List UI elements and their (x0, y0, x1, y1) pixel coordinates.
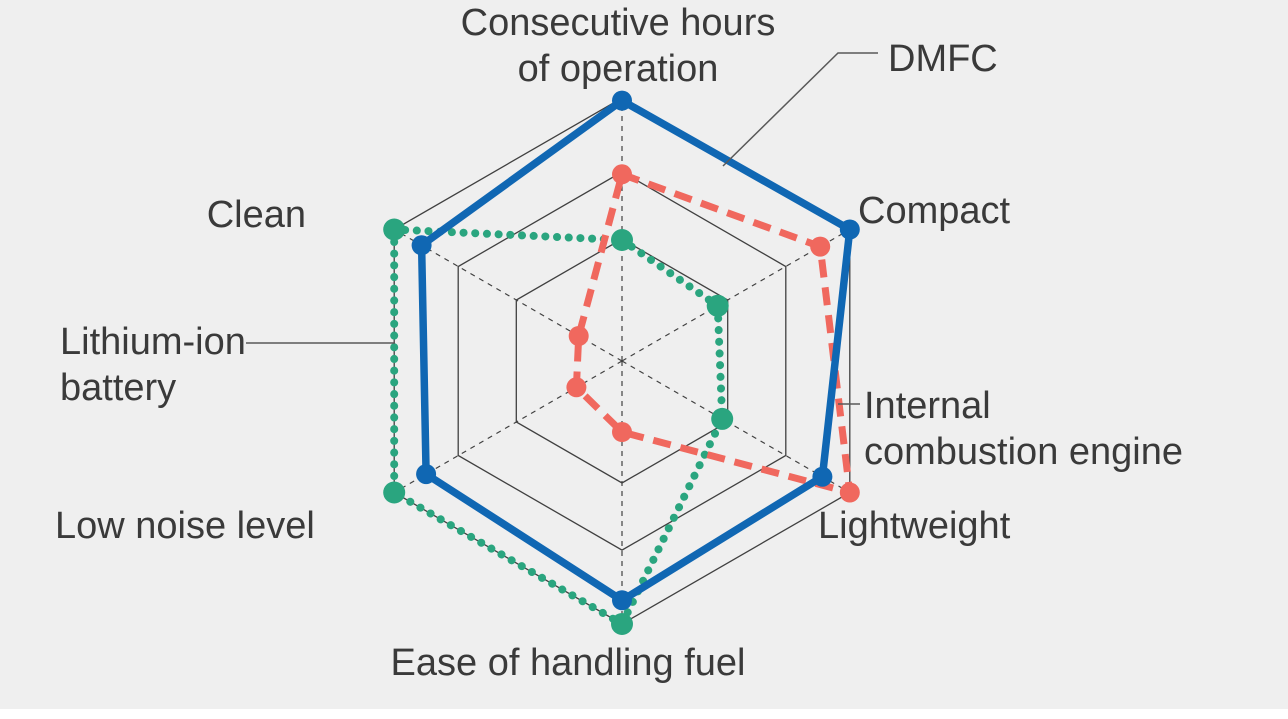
data-point-lithium-ion-battery-low-noise-level (383, 481, 406, 504)
axis-label-consecutive-hours-of-operation: Consecutive hours of operation (460, 2, 776, 91)
series-internal-combustion-engine (566, 164, 860, 503)
data-point-lithium-ion-battery-lightweight (711, 407, 734, 430)
data-point-dmfc-lightweight (812, 466, 833, 487)
grid-ring-2 (457, 171, 787, 551)
series-label-dmfc: DMFC (888, 38, 998, 80)
axis-label-compact: Compact (858, 190, 1011, 232)
data-point-lithium-ion-battery-ease-of-handling-fuel (611, 613, 633, 635)
axis-label-low-noise-level: Low noise level (55, 505, 315, 547)
data-point-lithium-ion-battery-consecutive-hours-of-operation (611, 229, 633, 251)
series-label-lithium-ion-battery: Lithium-ion battery (60, 321, 246, 410)
data-point-dmfc-compact (839, 219, 860, 240)
data-point-internal-combustion-engine-compact (810, 236, 831, 257)
axis-label-ease-of-handling-fuel: Ease of handling fuel (390, 642, 746, 684)
bottom-margin (0, 709, 1288, 719)
data-point-internal-combustion-engine-low-noise-level (566, 377, 587, 398)
series-dmfc (411, 90, 860, 611)
axis-spoke-lightweight (621, 360, 851, 494)
data-point-dmfc-low-noise-level (416, 464, 437, 485)
axis-label-lightweight: Lightweight (818, 505, 1011, 547)
data-point-internal-combustion-engine-lightweight (839, 482, 860, 503)
data-point-internal-combustion-engine-consecutive-hours-of-operation (612, 164, 632, 185)
series-label-internal-combustion-engine: Internal combustion engine (864, 385, 1183, 474)
data-point-lithium-ion-battery-compact (706, 294, 729, 317)
data-point-internal-combustion-engine-ease-of-handling-fuel (612, 422, 632, 442)
dmfc-callout-line (722, 52, 878, 167)
axis-label-clean: Clean (206, 194, 306, 236)
axis-spoke-compact (621, 228, 851, 362)
data-point-dmfc-ease-of-handling-fuel (612, 590, 632, 611)
series-lithium-ion-battery (383, 218, 734, 635)
data-point-lithium-ion-battery-clean (383, 218, 406, 241)
data-point-internal-combustion-engine-clean (568, 326, 589, 346)
data-point-dmfc-consecutive-hours-of-operation (612, 90, 632, 111)
data-point-dmfc-clean (411, 235, 432, 256)
